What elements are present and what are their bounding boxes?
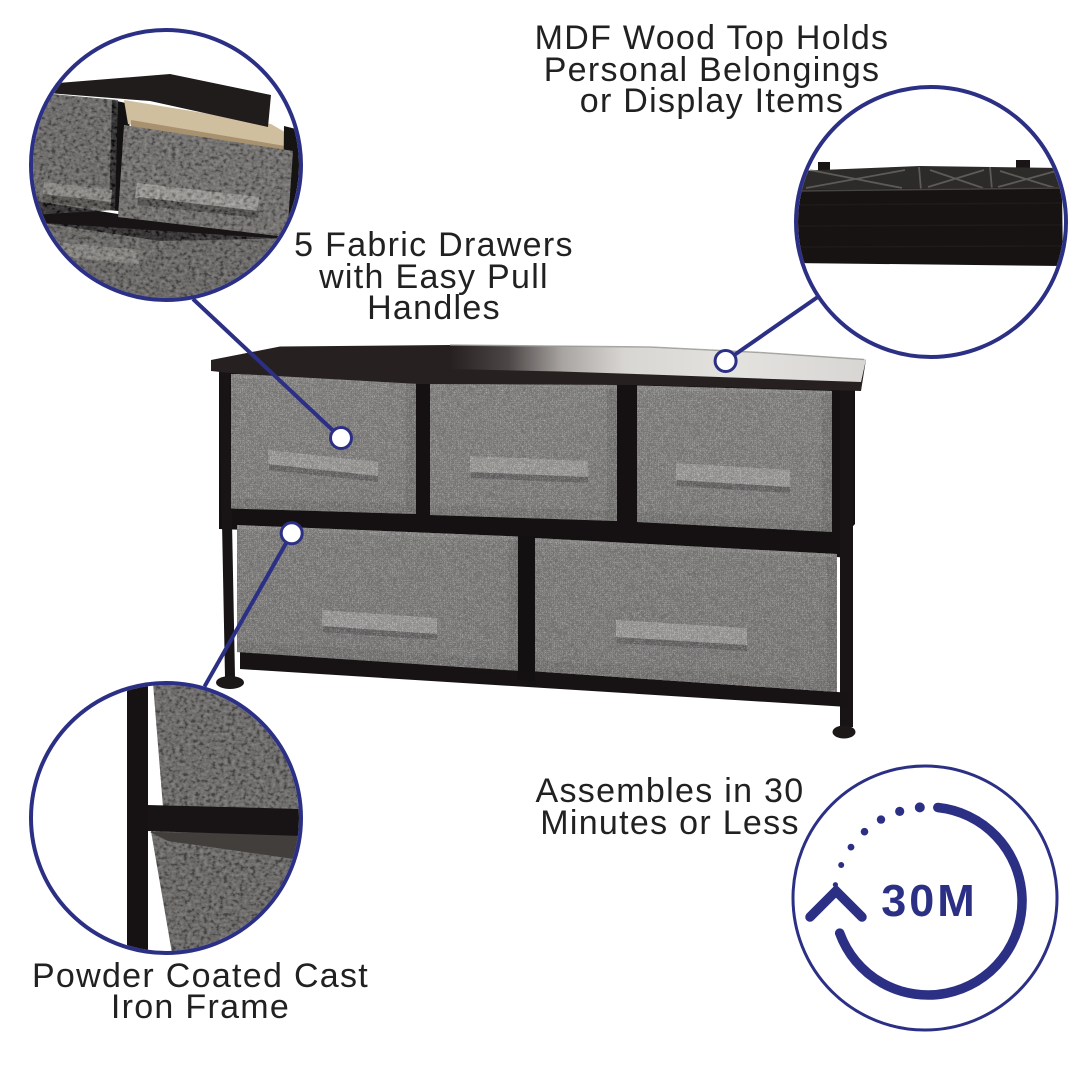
svg-text:30M: 30M (881, 875, 978, 926)
